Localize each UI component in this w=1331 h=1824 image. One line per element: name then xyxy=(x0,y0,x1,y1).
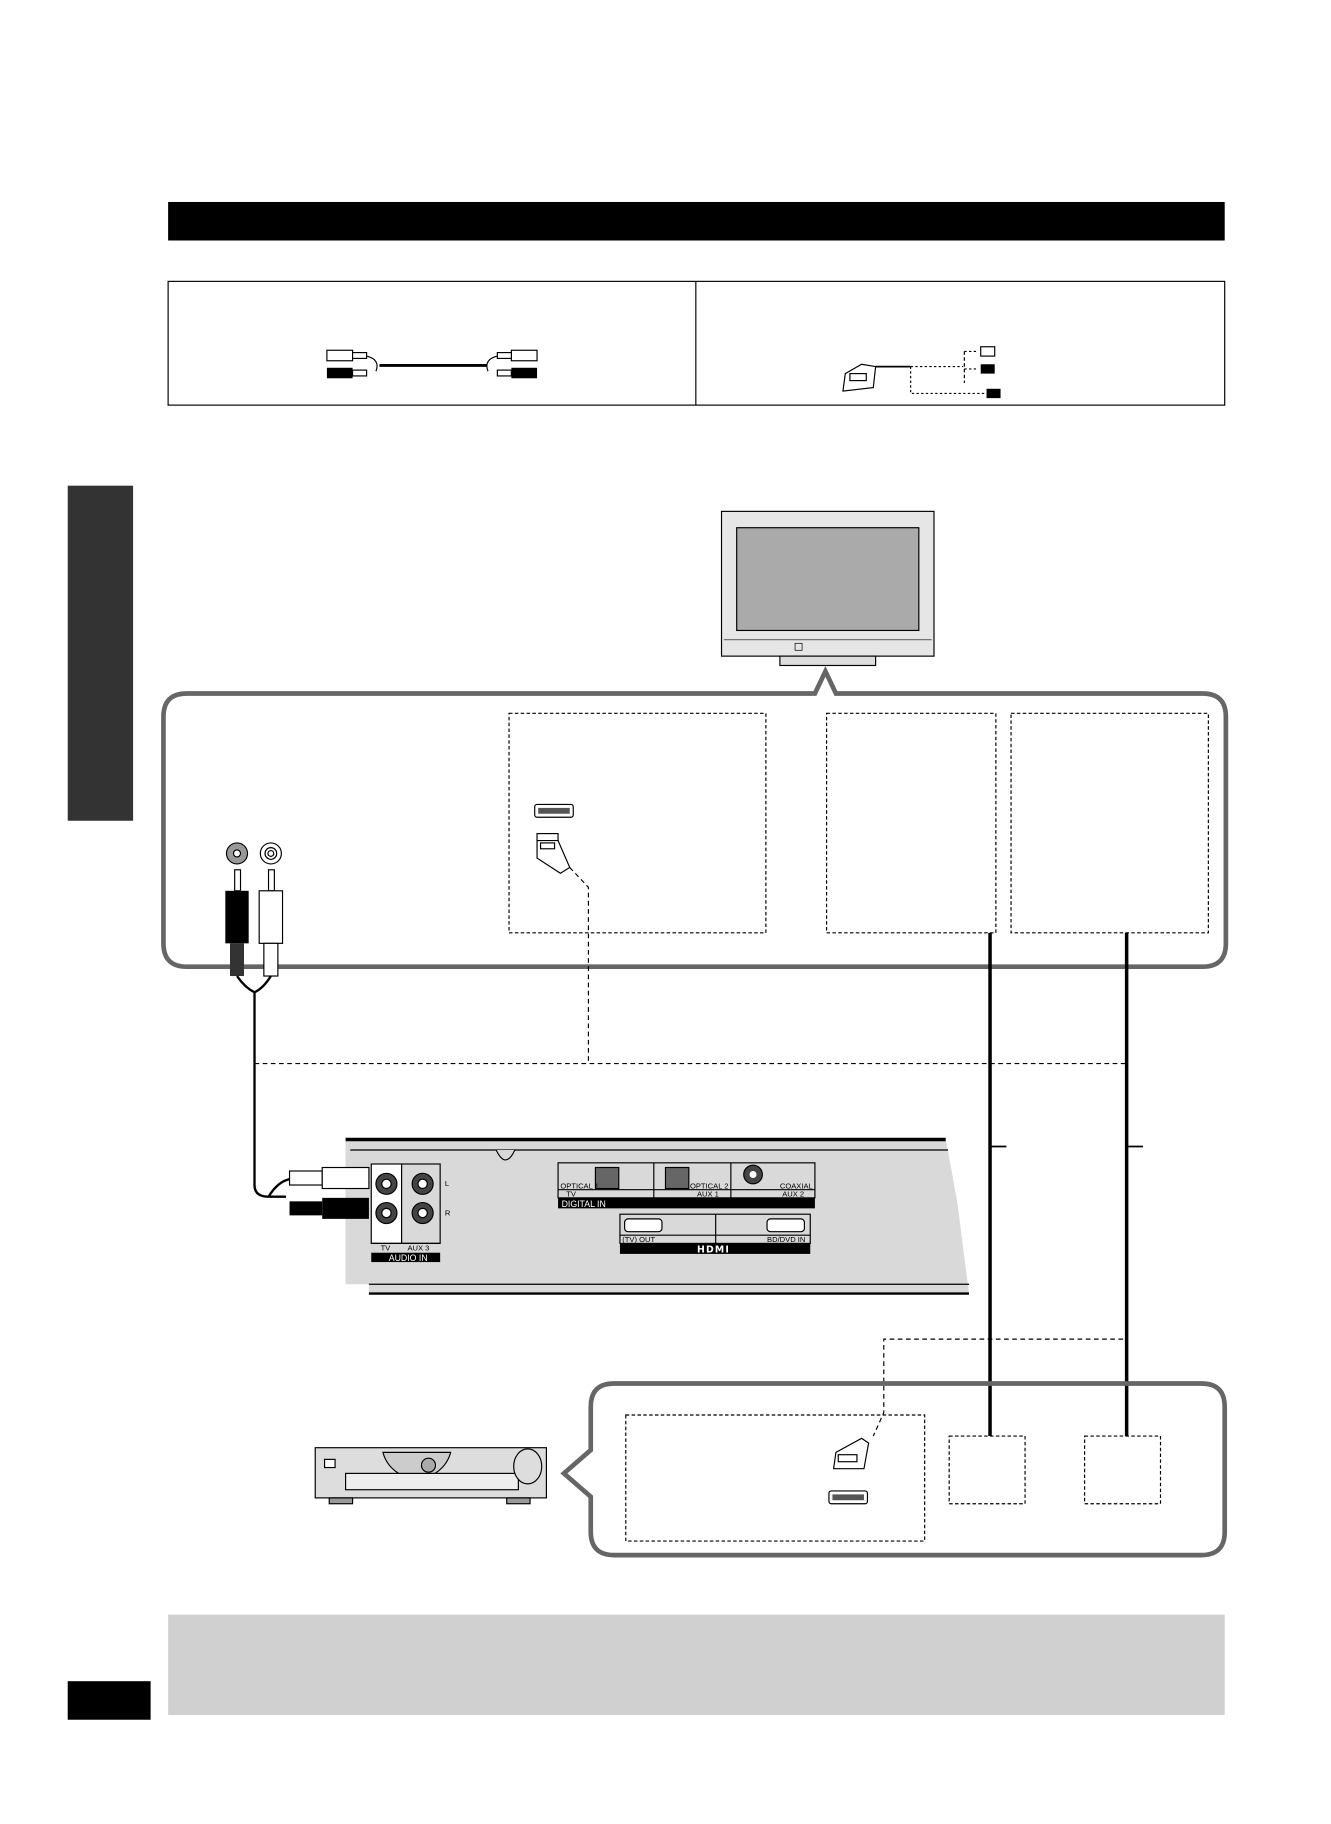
label-aux1: AUX 1 xyxy=(697,1190,719,1199)
tv-icon xyxy=(720,510,935,667)
tv-terminal-box-2 xyxy=(826,712,997,934)
label-hdmi: HDMI xyxy=(697,1245,730,1256)
optical-port-icon xyxy=(594,1166,620,1190)
scart-cable-icon xyxy=(842,346,1001,399)
rear-panel: L R TV AUX 3 AUDIO IN OPTICAL 1 OPTICAL … xyxy=(288,1137,970,1295)
tv-scart-box xyxy=(508,712,767,934)
scart-terminal-icon xyxy=(828,1490,869,1505)
section-header-bar xyxy=(168,201,1225,241)
page-number-box xyxy=(67,1681,151,1720)
recorder-terminal-box-2 xyxy=(948,1435,1026,1505)
hdmi-port-icon xyxy=(624,1218,663,1233)
label-audio-tv: TV xyxy=(381,1243,392,1252)
label-l: L xyxy=(445,1179,449,1188)
recorder-terminal-box-3 xyxy=(1084,1435,1162,1505)
rca-jack-icon xyxy=(375,1172,434,1225)
side-tab xyxy=(67,485,134,821)
label-coaxial: COAXIAL xyxy=(780,1182,813,1191)
coaxial-port-icon xyxy=(743,1164,763,1185)
label-audio-in: AUDIO IN xyxy=(389,1253,428,1263)
rca-cable-icon xyxy=(326,349,538,379)
label-optical1: OPTICAL 1 xyxy=(560,1182,598,1191)
scart-terminal-icon xyxy=(534,803,574,818)
label-r: R xyxy=(445,1208,451,1217)
label-tv-out: (TV) OUT xyxy=(622,1235,655,1244)
tv-terminal-box-3 xyxy=(1010,712,1209,934)
recorder-scart-box xyxy=(625,1414,926,1542)
dvd-recorder-icon xyxy=(314,1447,547,1505)
label-digital-tv: TV xyxy=(566,1190,577,1199)
label-optical2: OPTICAL 2 xyxy=(690,1182,728,1191)
tv-terminals-callout xyxy=(161,665,1229,970)
rca-plug-icon xyxy=(225,869,284,977)
audio-cable xyxy=(236,975,290,1198)
label-digital-in: DIGITAL IN xyxy=(562,1199,606,1209)
optical-port-icon xyxy=(664,1166,690,1190)
label-aux2: AUX 2 xyxy=(782,1190,804,1199)
note-box xyxy=(168,1614,1225,1716)
scart-plug-icon xyxy=(832,1437,870,1470)
cable-table xyxy=(167,280,1226,406)
recorder-terminals-callout xyxy=(560,1381,1228,1558)
rca-jack-icon xyxy=(225,842,282,865)
label-aux3: AUX 3 xyxy=(407,1243,429,1252)
scart-plug-icon xyxy=(536,833,571,874)
hdmi-port-icon xyxy=(766,1218,805,1233)
label-bd-dvd-in: BD/DVD IN xyxy=(767,1235,805,1244)
